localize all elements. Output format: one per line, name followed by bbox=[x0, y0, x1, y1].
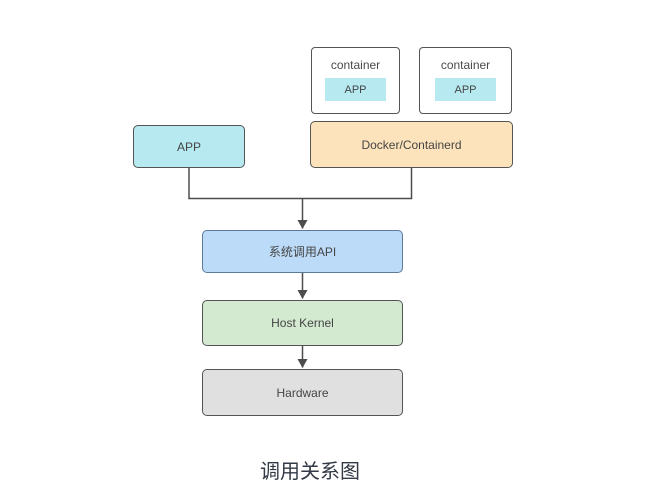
docker-containerd-node: Docker/Containerd bbox=[310, 121, 513, 168]
hardware-node: Hardware bbox=[202, 369, 403, 416]
container-2-label: container bbox=[440, 58, 491, 72]
container-1-label: container bbox=[330, 58, 381, 72]
container-node-2: container APP bbox=[419, 47, 512, 114]
host-kernel-node: Host Kernel bbox=[202, 300, 403, 346]
diagram-title: 调用关系图 bbox=[260, 461, 360, 483]
container-2-app-node: APP bbox=[435, 78, 496, 101]
app-node: APP bbox=[133, 125, 245, 168]
container-1-app-node: APP bbox=[325, 78, 386, 101]
container-node-1: container APP bbox=[311, 47, 400, 114]
syscall-api-node: 系统调用API bbox=[202, 230, 403, 273]
